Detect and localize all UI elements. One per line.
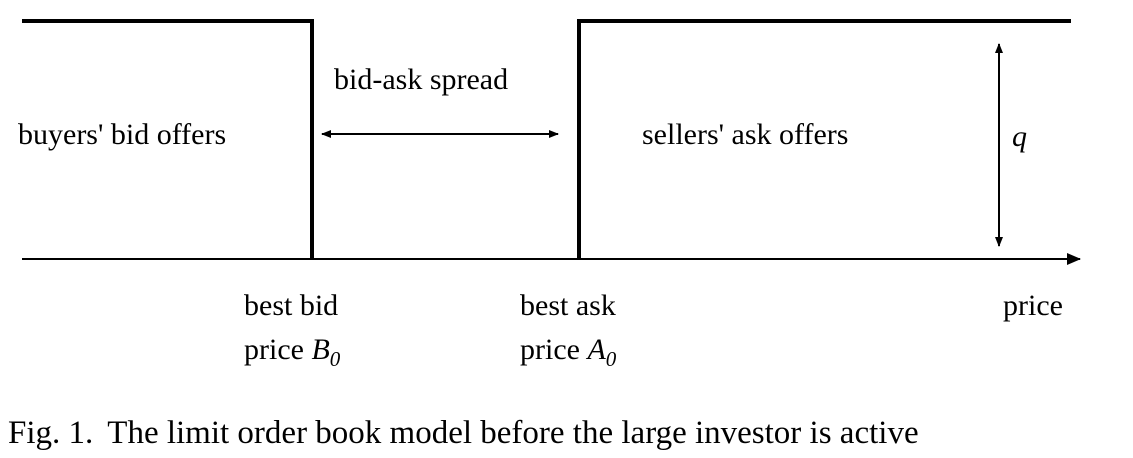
spread-label: bid-ask spread (334, 63, 509, 96)
figure-caption: Fig. 1. The limit order book model before… (8, 414, 919, 452)
best-bid-label-line1: best bid (244, 289, 339, 322)
best-ask-price-text: price (520, 333, 588, 366)
ask-offers-step (577, 19, 1071, 259)
bid-offers-step (22, 19, 314, 259)
best-bid-symbol: B (311, 333, 330, 366)
best-bid-label-line2: price B0 (244, 333, 341, 371)
best-ask-subscript: 0 (605, 347, 617, 371)
best-ask-label-line2: price A0 (520, 333, 617, 371)
price-axis-label: price (1003, 289, 1063, 322)
figure-caption-text: The limit order book model before the la… (107, 415, 919, 451)
best-bid-subscript: 0 (329, 347, 341, 371)
best-ask-label-line1: best ask (520, 289, 616, 322)
sellers-label: sellers' ask offers (642, 118, 849, 151)
best-ask-symbol: A (587, 333, 606, 366)
figure-number: Fig. 1. (8, 415, 94, 451)
buyers-label: buyers' bid offers (18, 118, 227, 151)
best-bid-price-text: price (244, 333, 312, 366)
q-label: q (1012, 120, 1027, 153)
